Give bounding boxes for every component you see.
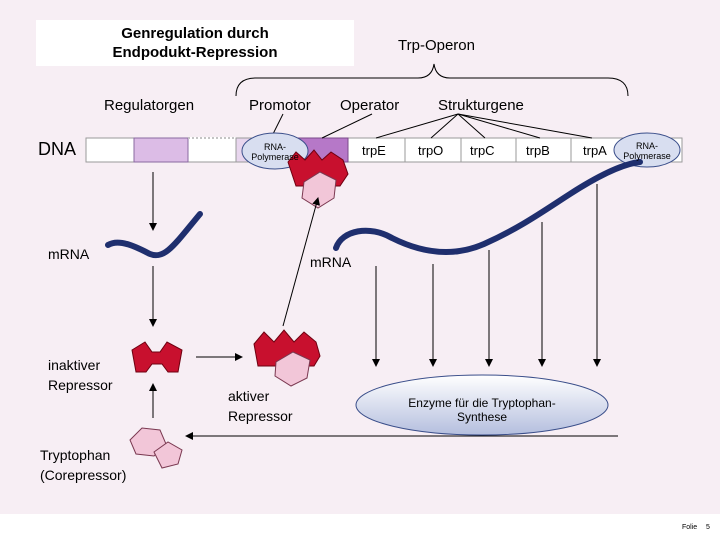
arrow-active-to-operator	[282, 197, 321, 327]
gene-trpc: trpC	[470, 143, 495, 158]
regulator-label: Regulatorgen	[104, 97, 195, 114]
polymerase-right-label: RNA- Polymerase	[623, 141, 671, 161]
gene-trpa: trpA	[583, 143, 607, 158]
footer-label: Folie	[682, 524, 698, 531]
inactive-repressor-label: inaktiver Repressor	[48, 357, 113, 393]
dna-label: DNA	[38, 139, 77, 159]
slide-background	[0, 0, 720, 514]
mrna-left-strand	[105, 211, 203, 259]
active-repressor-label: aktiver Repressor	[228, 388, 293, 424]
mrna-left-label: mRNA	[48, 246, 90, 262]
tryptophan-bound	[301, 171, 337, 209]
promotor-label: Promotor	[249, 97, 311, 114]
title-box: Genregulation durch Endpodukt-Repression	[36, 20, 354, 66]
structural-line-a	[457, 113, 593, 139]
structural-line-c	[457, 113, 486, 139]
gene-trpe: trpE	[362, 143, 386, 158]
footer-bar	[0, 514, 720, 540]
enzyme-label: Enzyme für die Tryptophan- Synthese	[408, 396, 556, 424]
structural-line-b	[457, 113, 541, 139]
operator-line	[321, 113, 373, 139]
enzyme-ellipse	[355, 374, 609, 436]
tryptophan-pentagon	[153, 441, 183, 469]
structural-line-o	[430, 113, 459, 139]
operon-brace	[235, 63, 629, 97]
title-line-2: Endpodukt-Repression	[112, 44, 278, 61]
polymerase-mrna-link	[614, 162, 639, 169]
operator-label: Operator	[340, 97, 400, 114]
structural-genes-label: Strukturgene	[438, 97, 524, 114]
rna-polymerase-right	[613, 132, 681, 168]
repressor-inactive	[131, 341, 183, 373]
footer-page-number: 5	[706, 524, 710, 531]
regulator-gene-box	[133, 137, 189, 163]
polymerase-left-label: RNA- Polymerase	[251, 142, 299, 162]
gene-trpo: trpO	[418, 143, 444, 158]
tryptophan-on-active	[274, 351, 311, 387]
structural-line-e	[375, 113, 459, 139]
mrna-right-strand	[333, 159, 643, 255]
mrna-right-label: mRNA	[310, 254, 352, 270]
gene-trpb: trpB	[526, 143, 550, 158]
title-line-1: Genregulation durch	[121, 25, 269, 42]
tryptophan-label: Tryptophan (Corepressor)	[40, 447, 127, 483]
operon-label: Trp-Operon	[398, 37, 475, 54]
